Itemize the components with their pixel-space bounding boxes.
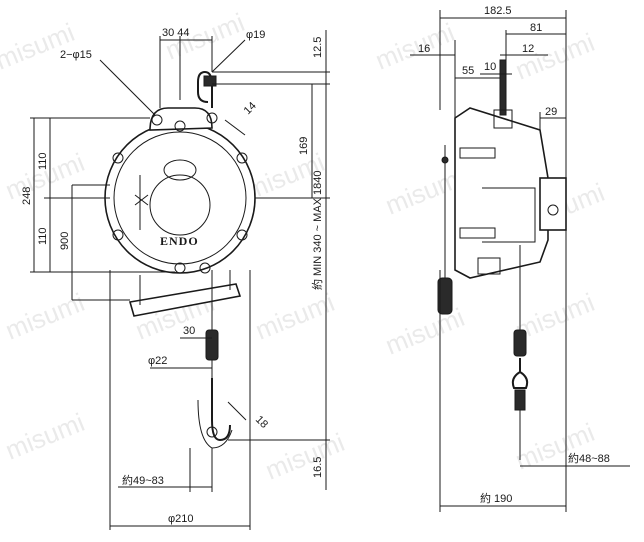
mount-hole bbox=[151, 114, 163, 126]
rim-bolt bbox=[174, 120, 186, 132]
side-handle-grip bbox=[437, 277, 453, 315]
side-boss bbox=[539, 177, 567, 231]
watermark-text: misumi bbox=[371, 17, 459, 76]
watermark-text: misumi bbox=[1, 287, 89, 346]
rim-bolt bbox=[174, 262, 186, 274]
side-pivot bbox=[441, 156, 449, 164]
dim-label: 16 bbox=[418, 43, 430, 55]
dim-label: 110 bbox=[37, 152, 49, 170]
dim-label: 900 bbox=[59, 232, 71, 250]
side-hook-shank bbox=[514, 389, 526, 411]
dim-label: 248 bbox=[21, 187, 33, 205]
front-view: ENDO 30 44 φ19 2−φ15 14 12.5 169 bbox=[21, 27, 330, 530]
dim-label: 12.5 bbox=[312, 37, 324, 58]
watermark-text: misumi bbox=[1, 407, 89, 466]
dim-label: 182.5 bbox=[484, 5, 512, 17]
dim-label: 12 bbox=[522, 43, 534, 55]
dim-label: φ210 bbox=[168, 513, 194, 525]
watermark-text: misumi bbox=[381, 302, 469, 361]
dim-label: 2−φ15 bbox=[60, 49, 92, 61]
side-bracket bbox=[477, 257, 501, 275]
side-hanger-base bbox=[493, 109, 513, 129]
load-hook bbox=[211, 378, 231, 442]
side-bracket bbox=[459, 147, 496, 159]
mount-hole bbox=[206, 112, 218, 124]
dim-line bbox=[224, 119, 246, 136]
dim-label: 29 bbox=[545, 106, 557, 118]
dim-label: 約49~83 bbox=[122, 473, 164, 487]
hook-latch bbox=[203, 75, 217, 87]
dim-label: 30 44 bbox=[162, 27, 190, 39]
dim-label: 110 bbox=[37, 227, 49, 245]
dim-label: 55 bbox=[462, 65, 474, 77]
dim-label: 30 bbox=[183, 325, 195, 337]
drum-inner-ring bbox=[113, 131, 247, 265]
adjust-mark bbox=[134, 194, 149, 206]
dim-label: 約 MIN 340 ~ MAX 1840 bbox=[310, 170, 324, 290]
brand-logo: ENDO bbox=[160, 234, 199, 248]
side-view: 182.5 81 16 12 55 10 29 約48~88 約 190 bbox=[410, 5, 630, 512]
rim-bolt bbox=[199, 262, 211, 274]
rim-bolt bbox=[112, 229, 124, 241]
dim-label: 約 190 bbox=[480, 491, 512, 505]
dim-label: 14 bbox=[242, 100, 259, 117]
dim-label: 約48~88 bbox=[568, 451, 610, 465]
dim-label: 10 bbox=[484, 61, 496, 73]
handle-arms bbox=[139, 270, 231, 305]
side-drum-face bbox=[482, 187, 536, 243]
side-housing bbox=[454, 107, 549, 279]
dim-label: φ19 bbox=[246, 29, 265, 41]
side-bracket bbox=[459, 227, 496, 239]
watermark-text: misumi bbox=[511, 27, 599, 86]
dim-line bbox=[227, 401, 247, 421]
rim-bolt bbox=[236, 229, 248, 241]
dim-label: 81 bbox=[530, 22, 542, 34]
drum-housing bbox=[104, 122, 256, 274]
dim-label: 169 bbox=[298, 137, 310, 155]
dim-label: 16.5 bbox=[312, 457, 324, 478]
drum-center-window bbox=[149, 174, 211, 236]
leader-line bbox=[99, 59, 156, 116]
top-window bbox=[163, 159, 197, 181]
cable-stopper bbox=[205, 329, 219, 361]
side-stopper bbox=[513, 329, 527, 357]
watermark-text: misumi bbox=[511, 417, 599, 476]
top-mount-lug bbox=[149, 107, 213, 131]
watermark-text: misumi bbox=[261, 427, 349, 486]
watermark-text: misumi bbox=[0, 17, 79, 76]
side-hook bbox=[511, 358, 529, 389]
side-hanger bbox=[499, 59, 507, 116]
load-hook-outline bbox=[197, 399, 233, 449]
watermark-text: misumi bbox=[251, 287, 339, 346]
rim-bolt bbox=[112, 152, 124, 164]
dim-label: 18 bbox=[253, 414, 270, 431]
rim-bolt bbox=[236, 152, 248, 164]
hook-eye bbox=[206, 426, 218, 438]
leader-line bbox=[211, 39, 246, 73]
dim-label: φ22 bbox=[148, 355, 167, 367]
side-bolt bbox=[547, 204, 559, 216]
